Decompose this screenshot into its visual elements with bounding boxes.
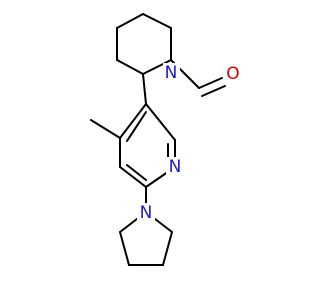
bond [145, 103, 176, 141]
atom-label-nitrogen-pyrrolidine: N [140, 203, 153, 223]
piperidine-ring [116, 13, 172, 75]
atom-label-nitrogen-piperidine: N [165, 63, 178, 83]
bond [126, 164, 147, 181]
bond [126, 111, 147, 142]
pyridine-ring [119, 103, 176, 188]
atom-label-nitrogen-pyridine: N [169, 157, 182, 177]
atom-label-oxygen: O [226, 64, 239, 84]
bond [142, 13, 172, 29]
bond [119, 103, 147, 139]
bond [162, 231, 173, 266]
bond [198, 77, 223, 89]
structure-canvas: N O N N [90, 13, 240, 266]
bond [119, 166, 147, 188]
bond [142, 73, 147, 105]
methyl-bond [90, 119, 121, 139]
bond [201, 85, 226, 97]
bond [119, 231, 130, 266]
bond [142, 59, 172, 75]
molecule-structure: N O N N [90, 13, 240, 266]
bond [116, 59, 144, 75]
bond [116, 13, 144, 29]
